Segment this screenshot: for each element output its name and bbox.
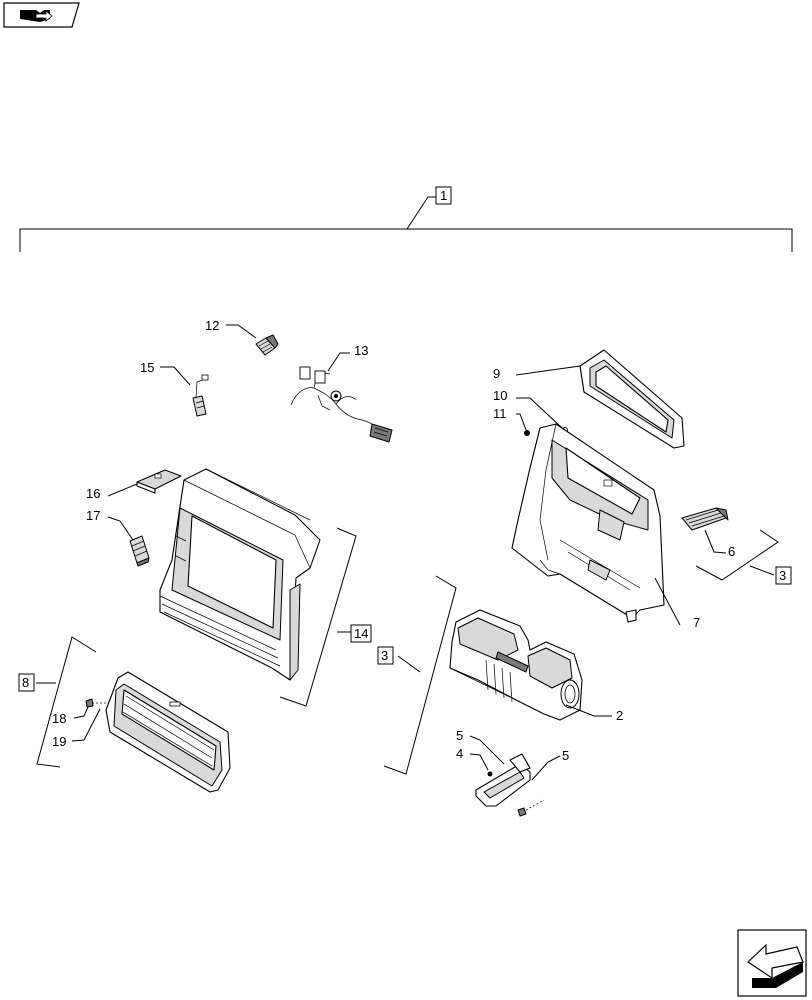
part-17-clip (136, 469, 182, 494)
callout-17: 16 (86, 486, 100, 501)
part-10-filter (579, 349, 685, 449)
callout-3b: 3 (779, 568, 786, 583)
callout-3a: 3 (381, 648, 388, 663)
part-4-screw (487, 771, 493, 777)
callout-2: 2 (616, 708, 623, 723)
part-16-sensor (192, 374, 209, 417)
part-14-harness (290, 366, 393, 443)
callout-20: 19 (52, 734, 66, 749)
part-7-resistor (681, 507, 729, 531)
book-arrow-icon (20, 10, 53, 22)
callout-19: 18 (52, 711, 66, 726)
callout-8: 7 (693, 615, 700, 630)
callout-16: 15 (140, 360, 154, 375)
part-19-screw (85, 698, 108, 708)
part-12-nut (524, 430, 530, 436)
callout-14: 13 (354, 343, 368, 358)
callout-15: 14 (354, 626, 368, 641)
previous-page-tab[interactable] (3, 2, 80, 28)
callout-box-15 (350, 624, 372, 643)
callout-4: 4 (456, 746, 463, 761)
part-8-housing (511, 423, 665, 623)
callout-1: 1 (440, 188, 447, 203)
callout-10: 9 (493, 366, 500, 381)
part-13-connector (255, 334, 279, 356)
callout-11: 10 (493, 388, 507, 403)
callout-box-3a (377, 646, 394, 665)
callout-7: 6 (728, 544, 735, 559)
part-9-grille (105, 671, 231, 793)
callout-5: 5 (456, 728, 463, 743)
part-18-louver (129, 535, 150, 567)
callout-12: 11 (493, 406, 507, 421)
part-2-blower (449, 609, 583, 721)
part-5-screw (517, 799, 545, 817)
part-15-housing (159, 468, 321, 681)
callout-box-9 (18, 673, 35, 692)
next-page-button[interactable] (737, 929, 807, 997)
callout-6: 5 (562, 748, 569, 763)
callout-13: 12 (205, 318, 219, 333)
callout-9: 8 (22, 675, 29, 690)
arrow-left-icon (747, 943, 804, 988)
part-6-bracket (475, 753, 531, 807)
callout-box-3b (775, 566, 792, 585)
callout-18: 17 (86, 508, 100, 523)
callout-box-1 (435, 186, 452, 205)
assembly-bracket (19, 196, 793, 252)
